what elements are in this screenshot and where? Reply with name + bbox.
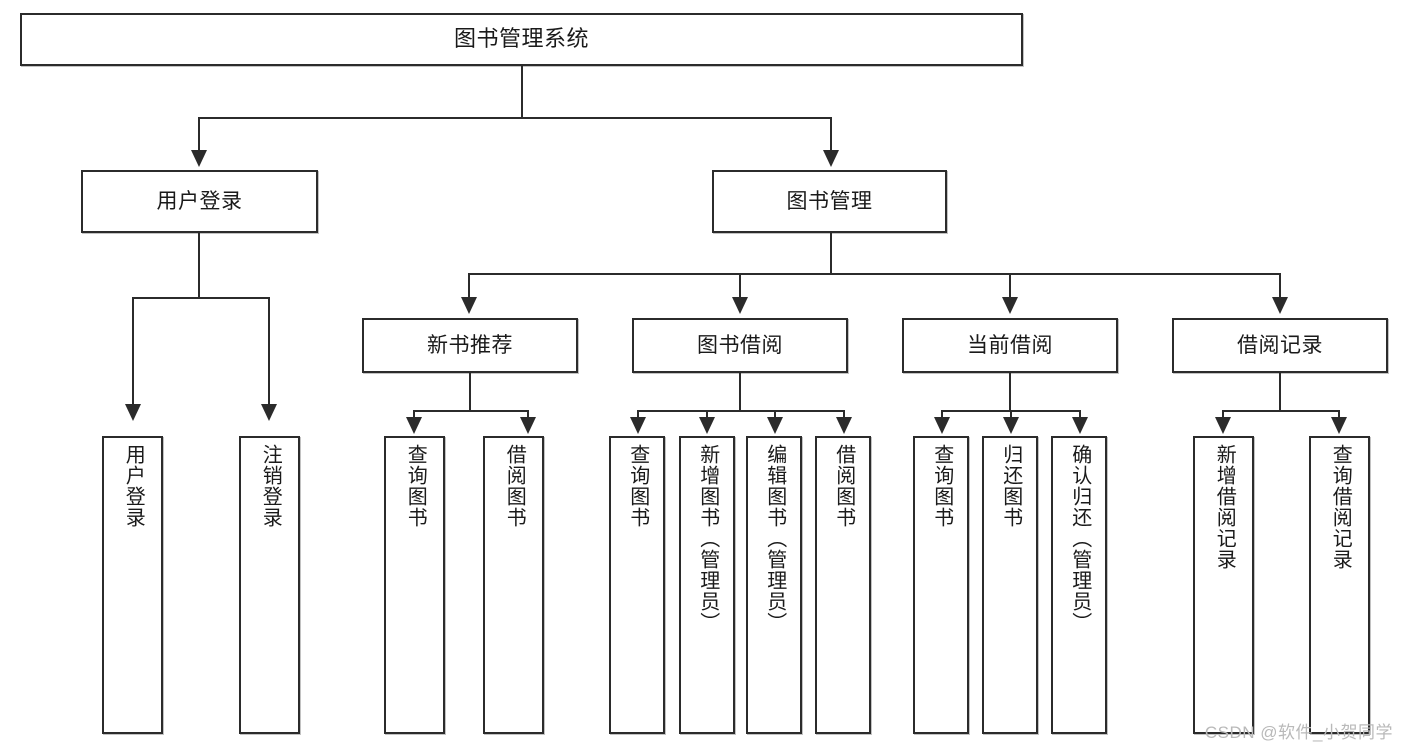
arrowhead-to-book-borrow xyxy=(732,297,748,314)
connector-new-book-bus xyxy=(413,410,527,412)
connector-user-login-bus xyxy=(132,297,268,299)
leaf-query-book-borrow[interactable]: 查询图书 xyxy=(609,436,665,734)
connector-book-borrow-to-leaf-1 xyxy=(637,410,639,420)
arrowhead-user-login-to-logout xyxy=(261,404,277,421)
leaf-add-borrow-record[interactable]: 新增借阅记录 xyxy=(1193,436,1254,734)
leaf-label: 借阅图书 xyxy=(832,444,855,528)
leaf-borrow-book[interactable]: 借阅图书 xyxy=(815,436,871,734)
node-label: 用户登录 xyxy=(156,189,243,213)
leaf-add-book-admin[interactable]: 新增图书（管理员） xyxy=(679,436,735,734)
connector-borrow-record-bus xyxy=(1222,410,1338,412)
connector-current-borrow-to-leaf-1 xyxy=(941,410,943,420)
node-book-borrow[interactable]: 图书借阅 xyxy=(632,318,848,373)
leaf-label: 新增图书（管理员） xyxy=(696,444,719,633)
leaf-label: 借阅图书 xyxy=(503,444,526,528)
arrowhead-borrow-record-leaf-1 xyxy=(1215,417,1231,434)
arrowhead-root-to-user-login xyxy=(191,150,207,167)
leaf-label: 新增借阅记录 xyxy=(1213,444,1236,570)
connector-book-borrow-bus xyxy=(637,410,843,412)
connector-root-to-book-manage xyxy=(830,117,832,153)
node-borrow-record[interactable]: 借阅记录 xyxy=(1172,318,1388,373)
arrowhead-book-borrow-leaf-2 xyxy=(699,417,715,434)
connector-book-borrow-to-leaf-3 xyxy=(774,410,776,420)
node-label: 图书管理系统 xyxy=(453,26,589,52)
arrowhead-book-borrow-leaf-4 xyxy=(836,417,852,434)
connector-book-manage-bus xyxy=(468,273,1280,275)
arrowhead-book-borrow-leaf-1 xyxy=(630,417,646,434)
connector-new-book-to-leaf-2 xyxy=(527,410,529,420)
connector-current-borrow-to-leaf-3 xyxy=(1079,410,1081,420)
node-root-system[interactable]: 图书管理系统 xyxy=(20,13,1023,66)
connector-book-borrow-to-leaf-2 xyxy=(706,410,708,420)
leaf-query-book-recommend[interactable]: 查询图书 xyxy=(384,436,445,734)
connector-book-borrow-stem xyxy=(739,373,741,410)
connector-book-borrow-to-leaf-4 xyxy=(843,410,845,420)
leaf-label: 查询图书 xyxy=(930,444,953,528)
node-new-book-recommend[interactable]: 新书推荐 xyxy=(362,318,578,373)
connector-book-manage-to-record xyxy=(1279,273,1281,300)
leaf-confirm-return-admin[interactable]: 确认归还（管理员） xyxy=(1051,436,1107,734)
leaf-label: 确认归还（管理员） xyxy=(1068,444,1091,633)
leaf-query-book-current[interactable]: 查询图书 xyxy=(913,436,969,734)
arrowhead-to-new-book-recommend xyxy=(461,297,477,314)
connector-user-login-to-logout xyxy=(268,297,270,407)
connector-new-book-to-leaf-1 xyxy=(413,410,415,420)
node-book-management[interactable]: 图书管理 xyxy=(712,170,947,233)
connector-current-borrow-stem xyxy=(1009,373,1011,410)
leaf-borrow-book-recommend[interactable]: 借阅图书 xyxy=(483,436,544,734)
connector-root-stem xyxy=(521,66,523,117)
arrowhead-user-login-to-login xyxy=(125,404,141,421)
connector-book-manage-stem xyxy=(830,233,832,273)
connector-book-manage-to-current xyxy=(1009,273,1011,300)
leaf-label: 查询图书 xyxy=(626,444,649,528)
connector-borrow-record-stem xyxy=(1279,373,1281,410)
arrowhead-current-borrow-leaf-3 xyxy=(1072,417,1088,434)
connector-user-login-to-login xyxy=(132,297,134,407)
arrowhead-new-book-leaf-1 xyxy=(406,417,422,434)
arrowhead-book-borrow-leaf-3 xyxy=(767,417,783,434)
arrowhead-new-book-leaf-2 xyxy=(520,417,536,434)
leaf-query-borrow-record[interactable]: 查询借阅记录 xyxy=(1309,436,1370,734)
node-label: 图书借阅 xyxy=(697,333,783,357)
connector-book-manage-to-new-book xyxy=(468,273,470,300)
node-label: 图书管理 xyxy=(786,189,873,213)
connector-borrow-record-to-leaf-1 xyxy=(1222,410,1224,420)
node-label: 当前借阅 xyxy=(967,333,1053,357)
arrowhead-borrow-record-leaf-2 xyxy=(1331,417,1347,434)
connector-root-bus xyxy=(198,117,832,119)
leaf-user-login[interactable]: 用户登录 xyxy=(102,436,163,734)
leaf-return-book[interactable]: 归还图书 xyxy=(982,436,1038,734)
connector-borrow-record-to-leaf-2 xyxy=(1338,410,1340,420)
arrowhead-to-current-borrow xyxy=(1002,297,1018,314)
arrowhead-current-borrow-leaf-2 xyxy=(1003,417,1019,434)
node-label: 借阅记录 xyxy=(1237,333,1323,357)
leaf-label: 查询借阅记录 xyxy=(1329,444,1352,570)
node-label: 新书推荐 xyxy=(427,333,513,357)
node-user-login[interactable]: 用户登录 xyxy=(81,170,318,233)
connector-new-book-stem xyxy=(469,373,471,410)
leaf-label: 用户登录 xyxy=(122,444,145,528)
connector-user-login-stem xyxy=(198,233,200,297)
leaf-label: 归还图书 xyxy=(999,444,1022,528)
leaf-edit-book-admin[interactable]: 编辑图书（管理员） xyxy=(746,436,802,734)
connector-current-borrow-to-leaf-2 xyxy=(1010,410,1012,420)
node-current-borrow[interactable]: 当前借阅 xyxy=(902,318,1118,373)
arrowhead-current-borrow-leaf-1 xyxy=(934,417,950,434)
connector-root-to-user-login xyxy=(198,117,200,153)
arrowhead-root-to-book-manage xyxy=(823,150,839,167)
leaf-label: 查询图书 xyxy=(404,444,427,528)
leaf-label: 注销登录 xyxy=(259,444,282,528)
connector-book-manage-to-borrow xyxy=(739,273,741,300)
leaf-logout[interactable]: 注销登录 xyxy=(239,436,300,734)
arrowhead-to-borrow-record xyxy=(1272,297,1288,314)
leaf-label: 编辑图书（管理员） xyxy=(763,444,786,633)
